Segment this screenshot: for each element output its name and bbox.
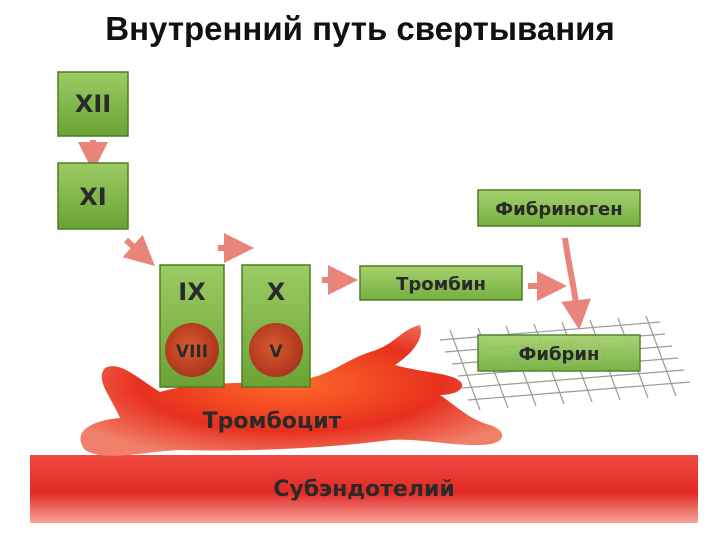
factor-xii-label: XII bbox=[75, 90, 111, 118]
thrombin-box: Тромбин bbox=[359, 265, 523, 301]
factor-xi-box: XI bbox=[57, 162, 129, 230]
arrow-fibrinogen-to-fibrin bbox=[561, 237, 591, 330]
factor-v-label: V bbox=[269, 342, 283, 362]
factor-xi-label: XI bbox=[79, 183, 106, 211]
fibrinogen-label: Фибриноген bbox=[495, 199, 622, 220]
arrow-xi-to-ix bbox=[122, 234, 155, 267]
factor-v-orb bbox=[249, 323, 303, 377]
thrombin-label: Тромбин bbox=[396, 274, 486, 295]
fibrin-label: Фибрин bbox=[519, 344, 600, 365]
factor-x-box: X V bbox=[241, 264, 311, 388]
pathway-arrows bbox=[78, 140, 591, 330]
platelet-label: Тромбоцит bbox=[203, 409, 342, 434]
diagram-title: Внутренний путь свертывания bbox=[105, 10, 615, 47]
subendothelium-label: Субэндотелий bbox=[273, 477, 455, 502]
platelet: Тромбоцит bbox=[80, 325, 503, 456]
factor-x-label: X bbox=[267, 278, 286, 306]
factor-xii-box: XII bbox=[57, 71, 129, 137]
factor-ix-box: IX VIII bbox=[159, 264, 225, 388]
factor-viii-orb bbox=[165, 323, 219, 377]
factor-viii-label: VIII bbox=[176, 342, 208, 362]
subendothelium-layer: Субэндотелий bbox=[30, 455, 698, 523]
fibrinogen-box: Фибриноген bbox=[477, 189, 641, 227]
factor-ix-label: IX bbox=[178, 278, 206, 306]
fibrin-box: Фибрин bbox=[477, 334, 641, 372]
